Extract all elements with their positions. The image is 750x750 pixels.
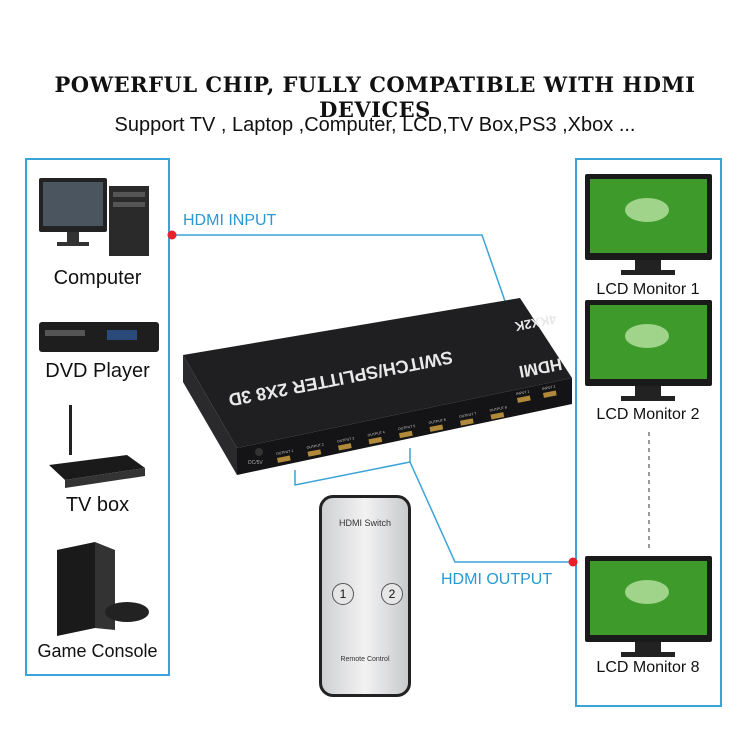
input-port-2-label: INPUT 2 — [542, 385, 556, 391]
output-line — [409, 461, 573, 563]
tv-box-icon — [49, 405, 145, 488]
output-port-3-label: OUTPUT 3 — [337, 436, 355, 443]
dvd-player-icon — [39, 322, 159, 352]
hdmi-output-label: HDMI OUTPUT — [441, 571, 553, 588]
monitor-icon — [585, 556, 712, 657]
monitor-icon — [585, 300, 712, 401]
source-icons — [39, 178, 159, 636]
output-port-7 — [459, 418, 474, 426]
monitor-label-8: LCD Monitor 8 — [596, 659, 700, 676]
remote-button-2[interactable]: 2 — [381, 583, 403, 605]
input-port-1 — [517, 395, 531, 403]
output-port-2 — [307, 449, 322, 457]
output-port-3 — [337, 443, 352, 451]
computer-icon — [39, 178, 149, 256]
source-label-tv-box: TV box — [65, 494, 130, 516]
subheadline: Support TV , Laptop ,Computer, LCD,TV Bo… — [114, 114, 636, 136]
output-port-5-label: OUTPUT 5 — [398, 424, 416, 431]
remote-button-1[interactable]: 1 — [332, 583, 354, 605]
remote-control: HDMI Switch 1 2 Remote Control — [319, 495, 411, 697]
input-dot — [167, 230, 177, 240]
remote-footer: Remote Control — [340, 656, 390, 663]
input-port-1-label: INPUT 1 — [516, 390, 530, 396]
source-label-dvd-player: DVD Player — [45, 360, 150, 382]
headline: POWERFUL CHIP, FULLY COMPATIBLE WITH HDM… — [54, 72, 696, 122]
output-port-4 — [368, 436, 383, 445]
monitor-label-1: LCD Monitor 1 — [596, 281, 700, 298]
output-port-8-label: OUTPUT 8 — [489, 405, 507, 412]
hdmi-input-label: HDMI INPUT — [183, 212, 277, 229]
monitors-panel — [575, 158, 722, 707]
power-label: DC/5V — [248, 460, 263, 466]
output-port-8 — [490, 412, 505, 420]
output-port-5 — [399, 430, 413, 439]
monitor-icon — [585, 174, 712, 275]
output-port-1 — [277, 455, 291, 463]
source-label-game-console: Game Console — [37, 641, 158, 661]
output-bus-line — [294, 448, 411, 486]
output-port-4-label: OUTPUT 4 — [367, 430, 385, 437]
monitor-icons — [585, 174, 712, 657]
output-port-1-label: OUTPUT 1 — [276, 449, 294, 456]
remote-title: HDMI Switch — [338, 518, 391, 528]
output-port-6 — [429, 424, 444, 432]
output-port-2-label: OUTPUT 2 — [306, 443, 324, 450]
game-console-icon — [57, 542, 149, 636]
output-port-7-label: OUTPUT 7 — [459, 412, 477, 419]
source-label-computer: Computer — [53, 267, 142, 289]
monitor-label-2: LCD Monitor 2 — [596, 406, 700, 423]
source-devices-panel — [25, 158, 170, 676]
power-port — [255, 448, 263, 456]
input-port-2 — [543, 390, 557, 398]
output-dot — [568, 557, 578, 567]
output-port-6-label: OUTPUT 6 — [428, 418, 446, 425]
